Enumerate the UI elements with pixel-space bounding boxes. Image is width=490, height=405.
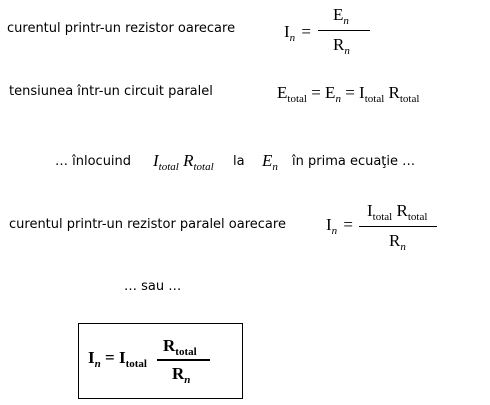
line3-itotal-rtotal: Itotal Rtotal (153, 151, 214, 173)
eq4-denominator: Rn (389, 231, 406, 253)
result-lhs: In = Itotal (88, 348, 147, 370)
eq1-fraction-bar (318, 30, 370, 31)
eq4-fraction-bar (359, 226, 437, 227)
result-box (78, 323, 243, 399)
line3-suffix: în prima ecuaţie … (292, 154, 416, 169)
line3-mid: la (233, 154, 245, 169)
line1-text: curentul printr-un rezistor oarecare (7, 21, 236, 36)
eq4-numerator: Itotal Rtotal (367, 201, 428, 223)
eq1-numerator: En (333, 5, 349, 27)
result-numerator: Rtotal (163, 336, 197, 358)
result-fraction-bar (157, 359, 210, 361)
eq4-lhs: In = (326, 215, 354, 237)
line2-text: tensiunea într-un circuit paralel (9, 84, 213, 99)
result-denominator: Rn (172, 364, 191, 386)
eq1-denominator: Rn (333, 35, 350, 57)
line4-text: curentul printr-un rezistor paralel oare… (9, 217, 286, 232)
eq1-lhs: In = (284, 22, 312, 44)
line5-text: … sau … (124, 279, 182, 294)
eq2: Etotal = En = Itotal Rtotal (277, 83, 420, 105)
line3-en: En (262, 151, 278, 173)
line3-prefix: … înlocuind (55, 154, 132, 169)
